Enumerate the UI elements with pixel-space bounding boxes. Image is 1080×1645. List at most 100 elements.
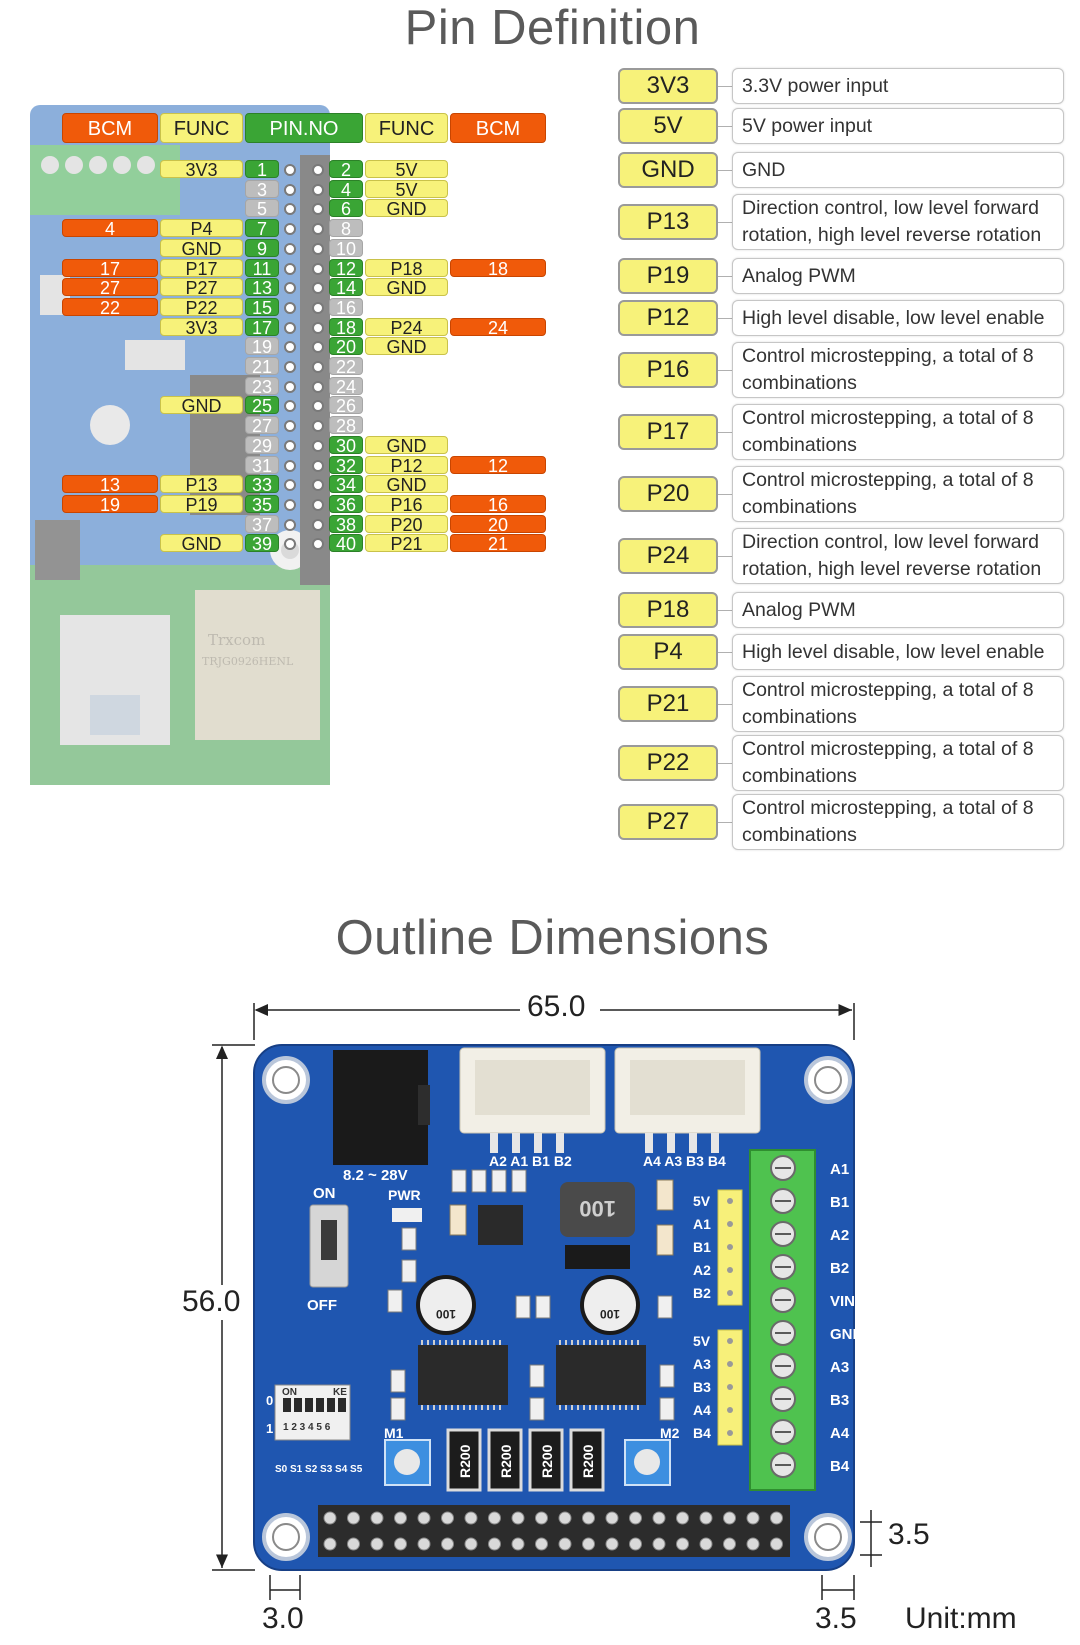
header-pin-dots (281, 301, 327, 314)
header-pin-dots (281, 399, 327, 413)
m2-label: M2 (660, 1425, 680, 1441)
m1-label: M1 (384, 1425, 404, 1441)
pwr-label: PWR (388, 1187, 421, 1203)
pin-number-odd: 11 (245, 258, 279, 278)
header-pin (727, 1407, 733, 1413)
pin-number-odd: 29 (245, 435, 279, 455)
bcm-left-label: 22 (62, 297, 158, 317)
gpio-pin (605, 1511, 619, 1525)
resistor-label: R200 (539, 1444, 555, 1478)
header-pin-dots (281, 163, 327, 176)
pi-chip-text: TRJG0926HENL (202, 655, 294, 668)
header-pin (727, 1221, 733, 1227)
bcm-right-label: 21 (450, 534, 546, 553)
gpio-pin (652, 1511, 666, 1525)
bcm-right-label: 18 (450, 258, 546, 278)
func-right-label: 5V (365, 160, 448, 179)
pin-number-odd: 35 (245, 494, 279, 514)
gpio-pin (347, 1537, 360, 1551)
header-bottom-label: B3 (693, 1379, 711, 1395)
func-left-label: P17 (160, 258, 243, 278)
pin-description: 3.3V power input (732, 68, 1064, 104)
pin-number-even: 10 (329, 238, 363, 258)
pin-label: GND (618, 152, 718, 188)
resistor-label: R200 (457, 1444, 473, 1478)
gpio-pin (370, 1511, 384, 1525)
func-left-label: 3V3 (160, 317, 243, 337)
pi-brand-text: Trxcom (208, 631, 265, 649)
gpio-pin (394, 1537, 407, 1551)
header-top-label: A2 (693, 1262, 711, 1278)
pin-description: Control microstepping, a total of 8 comb… (732, 404, 1064, 460)
pin-number-odd: 39 (245, 534, 279, 553)
gpio-pin (441, 1537, 454, 1551)
header-bcm-right: BCM (450, 113, 546, 143)
gpio-pin (535, 1511, 548, 1525)
terminal-label: A4 (830, 1425, 850, 1442)
pin-description: High level disable, low level enable (732, 634, 1064, 670)
header-bottom-label: A4 (693, 1402, 711, 1418)
bcm-left-label: 4 (62, 219, 158, 238)
sense-resistor (528, 1428, 564, 1492)
pin-description: Control microstepping, a total of 8 comb… (732, 466, 1064, 522)
connector-line (718, 276, 732, 277)
gpio-pin (464, 1537, 478, 1551)
terminal-label: A2 (830, 1227, 849, 1244)
sense-resistor (487, 1428, 523, 1492)
connector-line (718, 822, 732, 823)
pin-number-odd: 21 (245, 357, 279, 376)
switch-on-label: ON (313, 1185, 336, 1202)
header-pin-dots (281, 419, 327, 433)
pin-number-even: 40 (329, 534, 363, 553)
connector1-label: A2 A1 B1 B2 (489, 1153, 572, 1169)
header-pin-dots (281, 183, 327, 196)
pin-number-even: 22 (329, 357, 363, 376)
header-func-right: FUNC (365, 113, 448, 143)
gpio-pin (629, 1537, 642, 1551)
bcm-left-label: 19 (62, 494, 158, 514)
voltage-label: 8.2 ~ 28V (343, 1167, 408, 1184)
header-pin-dots (281, 262, 327, 275)
terminal-label: A3 (830, 1359, 849, 1376)
connector-line (718, 610, 732, 611)
gpio-pin (417, 1537, 431, 1551)
gpio-pin (394, 1511, 407, 1525)
header-pin-dots (281, 518, 327, 531)
header-pin-dots (281, 340, 327, 354)
pin-number-even: 6 (329, 199, 363, 218)
header-pin (727, 1430, 733, 1436)
pin-number-even: 20 (329, 337, 363, 356)
header-pin-dots (281, 380, 327, 393)
func-left-label: P27 (160, 278, 243, 297)
pin-label: P20 (618, 476, 718, 512)
func-right-label: 5V (365, 179, 448, 199)
pin-description: High level disable, low level enable (732, 300, 1064, 336)
connector-line (718, 556, 732, 557)
pin-number-even: 12 (329, 258, 363, 278)
sense-resistor (569, 1428, 605, 1492)
bcm-right-label: 24 (450, 317, 546, 337)
terminal-label: B2 (830, 1260, 849, 1277)
terminal-label: B3 (830, 1392, 849, 1409)
gpio-pin (323, 1537, 337, 1551)
connector2-label: A4 A3 B3 B4 (643, 1153, 726, 1169)
pin-number-even: 26 (329, 396, 363, 415)
func-left-label: P22 (160, 297, 243, 317)
gpio-pin (488, 1537, 501, 1551)
connector-line (718, 318, 732, 319)
header-pin (727, 1244, 733, 1250)
pin-label: P19 (618, 258, 718, 294)
cap2-label: 100 (600, 1307, 620, 1321)
pin-label: P13 (618, 204, 718, 240)
pin-number-even: 32 (329, 455, 363, 475)
gpio-pin (746, 1511, 760, 1525)
gpio-pin (323, 1511, 337, 1525)
height-dimension: 56.0 (182, 1285, 241, 1318)
func-right-label: GND (365, 435, 448, 455)
pin-label: P18 (618, 592, 718, 628)
header-pin-dots (281, 498, 327, 511)
gpio-pin (441, 1511, 454, 1525)
connector-line (718, 222, 732, 223)
pin-number-even: 30 (329, 435, 363, 455)
header-pin (727, 1198, 733, 1204)
